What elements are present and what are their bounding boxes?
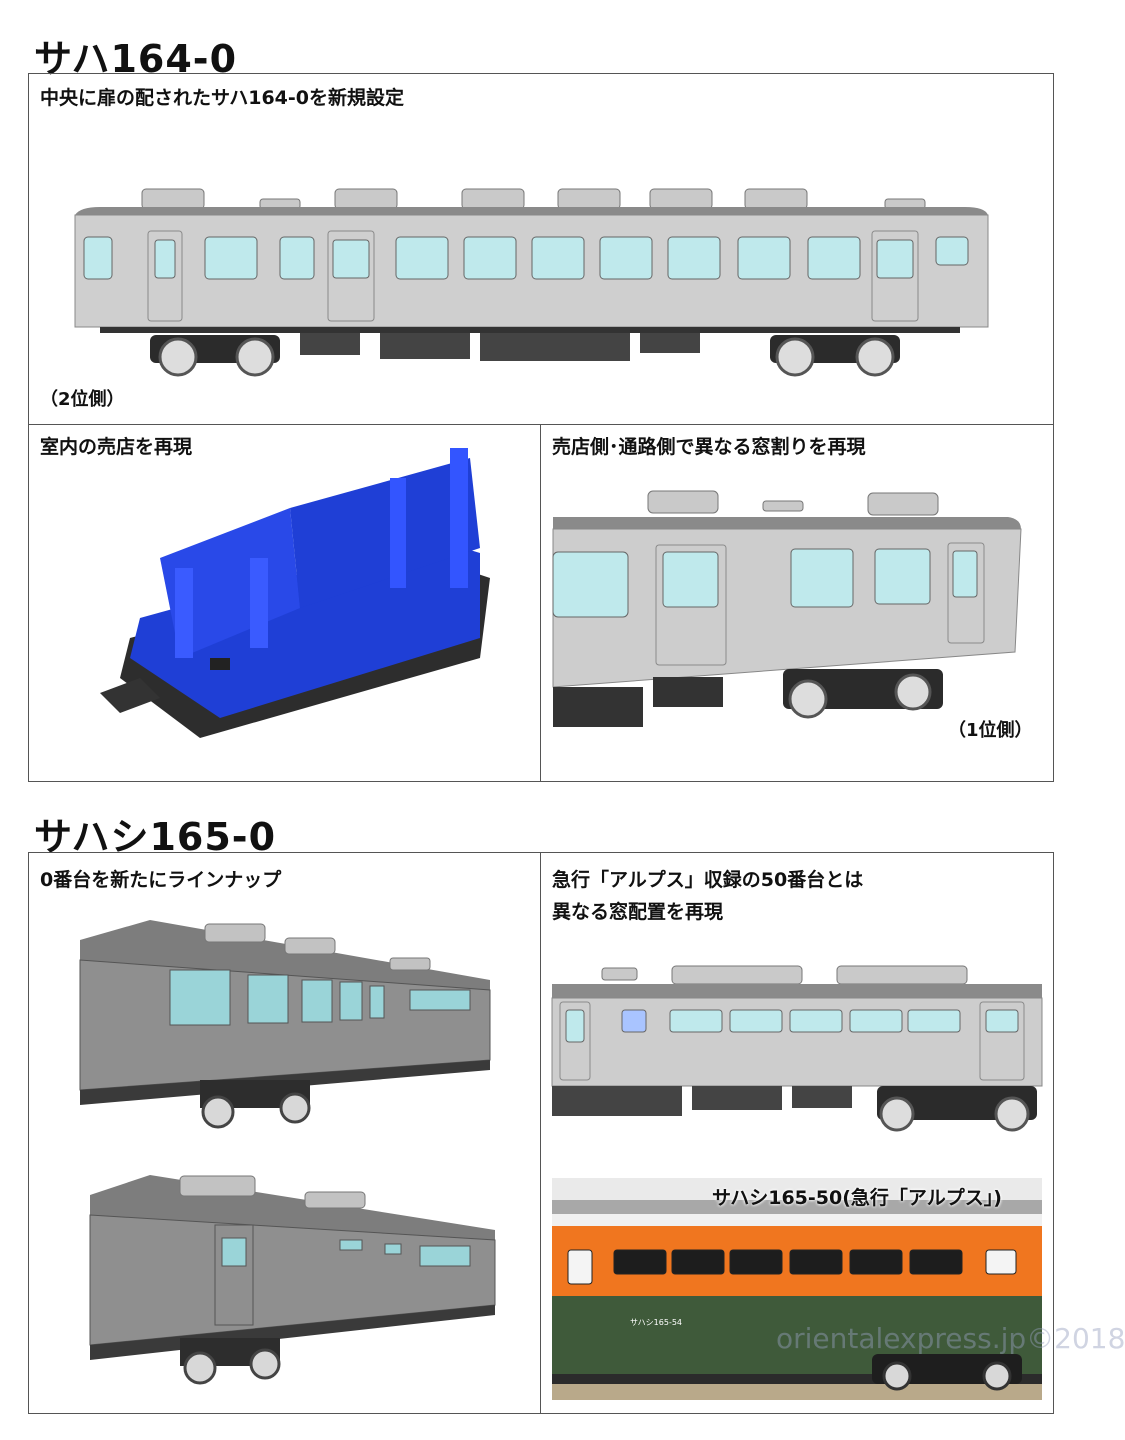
saha164-end-render bbox=[552, 490, 1022, 727]
sahashi-0-render-bottom bbox=[89, 1175, 496, 1385]
sahashi-0-side-render bbox=[551, 965, 1043, 1132]
compare-caption-line1: 急行「アルプス」収録の50番台とは bbox=[552, 869, 864, 891]
compare-caption-line2: 異なる窓配置を再現 bbox=[552, 901, 724, 923]
window-caption: 売店側･通路側で異なる窓割りを再現 bbox=[552, 436, 866, 458]
watermark: orientalexpress.jp©2018 bbox=[776, 1322, 1125, 1355]
photo-label: サハシ165-50(急行「アルプス」) bbox=[712, 1187, 1002, 1209]
sahashi-0-render-top bbox=[79, 920, 491, 1129]
window-render-panel bbox=[540, 424, 1054, 782]
sahashi-0-caption: 0番台を新たにラインナップ bbox=[40, 869, 282, 891]
end-side-label: （1位側） bbox=[948, 720, 1033, 741]
section2-title: サハシ165-0 bbox=[34, 815, 277, 859]
car-number-plate: サハシ165-54 bbox=[630, 1318, 683, 1327]
sahashi-165-50-photo bbox=[552, 1178, 1042, 1400]
interior-caption: 室内の売店を再現 bbox=[40, 436, 193, 458]
main-side-label: （2位側） bbox=[40, 389, 125, 410]
saha164-side-render bbox=[74, 188, 989, 377]
main-render-caption: 中央に扉の配されたサハ164-0を新規設定 bbox=[40, 87, 405, 109]
interior-kiosk-render bbox=[100, 448, 490, 738]
sahashi-compare-panel bbox=[540, 852, 1054, 1414]
